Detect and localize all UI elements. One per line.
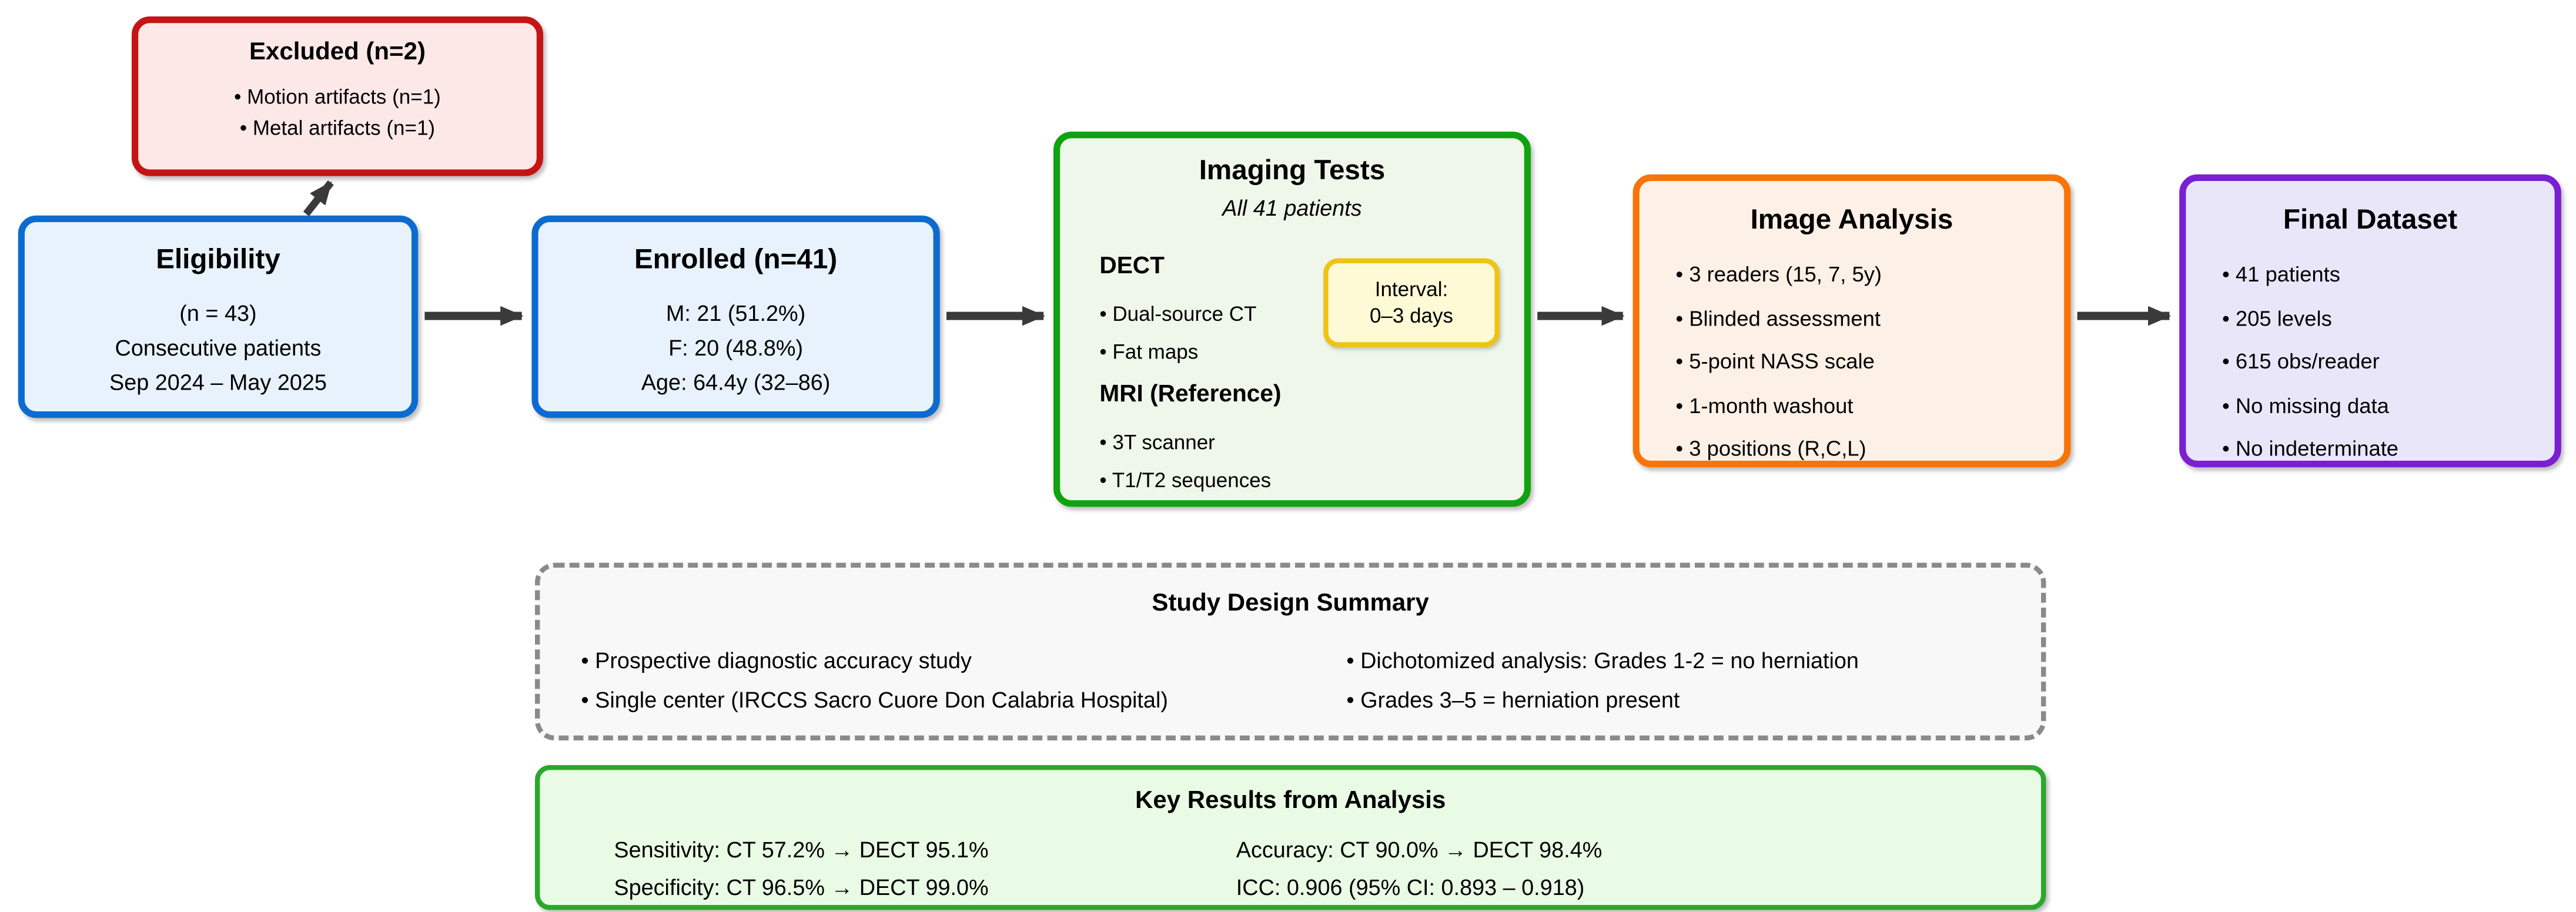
key-results-title: Key Results from Analysis	[1135, 786, 1446, 814]
image-analysis-title: Image Analysis	[1750, 204, 1953, 236]
list-item: Specificity: CT 96.5% → DECT 99.0%	[614, 875, 989, 900]
list-item: • Motion artifacts (n=1)	[234, 85, 441, 109]
list-item: • Fat maps	[1099, 340, 1199, 364]
enrolled-lines: M: 21 (51.2%) F: 20 (48.8%) Age: 64.4y (32…	[641, 291, 831, 395]
imaging-subtitle: All 41 patients	[1222, 196, 1362, 221]
list-item: • No missing data	[2222, 392, 2389, 417]
list-item: (n = 43)	[179, 301, 257, 326]
list-item: • Blinded assessment	[1675, 305, 1881, 330]
final-dataset-title: Final Dataset	[2283, 204, 2458, 236]
list-item: Consecutive patients	[115, 336, 322, 361]
list-item: • Grades 3–5 = herniation present	[1346, 687, 1680, 712]
imaging-title: Imaging Tests	[1199, 155, 1386, 186]
image-analysis-box: Image Analysis • 3 readers (15, 7, 5y)• …	[1632, 174, 2071, 468]
dect-heading: DECT	[1099, 253, 1165, 280]
list-item: F: 20 (48.8%)	[668, 336, 804, 361]
list-item: ICC: 0.906 (95% CI: 0.893 – 0.918)	[1236, 875, 1585, 900]
list-item: • No indeterminate	[2222, 436, 2399, 461]
study-design-right-column: • Dichotomized analysis: Grades 1-2 = no…	[1346, 642, 1859, 719]
study-design-title: Study Design Summary	[1152, 589, 1429, 617]
list-item: • 615 obs/reader	[2222, 348, 2380, 374]
list-item: • Dual-source CT	[1099, 303, 1257, 326]
interval-label: Interval:	[1374, 278, 1448, 301]
excluded-title: Excluded (n=2)	[249, 38, 426, 66]
final-dataset-box: Final Dataset • 41 patients• 205 levels•…	[2179, 174, 2561, 468]
list-item: • Single center (IRCCS Sacro Cuore Don C…	[581, 687, 1168, 712]
image-analysis-list: • 3 readers (15, 7, 5y) • Blinded assessm…	[1675, 253, 1882, 471]
list-item: • T1/T2 sequences	[1099, 469, 1272, 492]
interval-value: 0–3 days	[1369, 304, 1454, 328]
final-dataset-list: • 41 patients • 205 levels • 615 obs/reade…	[2222, 253, 2398, 471]
list-item: • Dichotomized analysis: Grades 1-2 = no…	[1346, 648, 1859, 673]
eligibility-box: Eligibility (n = 43) Consecutive patients…	[18, 215, 419, 418]
key-results-left-column: Sensitivity: CT 57.2% → DECT 95.1% Specif…	[614, 831, 988, 907]
list-item: Sep 2024 – May 2025	[109, 370, 327, 395]
arrow-eligibility-to-excluded	[303, 180, 334, 216]
interval-box: Interval: 0–3 days	[1323, 258, 1500, 347]
excluded-list: • Motion artifacts (n=1) • Metal artifact…	[234, 78, 441, 140]
list-item: • 3 positions (R,C,L)	[1675, 436, 1866, 461]
list-item: • 41 patients	[2222, 261, 2340, 287]
eligibility-title: Eligibility	[156, 243, 280, 275]
excluded-box: Excluded (n=2) • Motion artifacts (n=1)•…	[132, 16, 543, 176]
key-results-box: Key Results from Analysis Sensitivity: C…	[535, 765, 2046, 910]
list-item: • 5-point NASS scale	[1675, 348, 1875, 374]
dect-list: • Dual-source CT • Fat maps	[1099, 296, 1256, 372]
enrolled-box: Enrolled (n=41) M: 21 (51.2%) F: 20 (48.8…	[531, 215, 940, 418]
list-item: • 3T scanner	[1099, 431, 1215, 454]
list-item: • 3 readers (15, 7, 5y)	[1675, 261, 1882, 287]
key-results-right-column: Accuracy: CT 90.0% → DECT 98.4% ICC: 0.90…	[1236, 831, 1603, 907]
list-item: • 1-month washout	[1675, 392, 1854, 417]
list-item: • Metal artifacts (n=1)	[239, 116, 436, 140]
study-design-box: Study Design Summary • Prospective diagn…	[535, 562, 2046, 740]
list-item: • 205 levels	[2222, 305, 2332, 330]
list-item: • Prospective diagnostic accuracy study	[581, 648, 972, 673]
mri-list: • 3T scanner • T1/T2 sequences	[1099, 424, 1271, 500]
study-design-left-column: • Prospective diagnostic accuracy study •…	[581, 642, 1168, 719]
imaging-tests-box: Imaging Tests All 41 patients DECT • Dua…	[1053, 132, 1531, 507]
list-item: Age: 64.4y (32–86)	[641, 370, 831, 395]
enrolled-title: Enrolled (n=41)	[634, 243, 838, 275]
list-item: M: 21 (51.2%)	[665, 301, 806, 326]
list-item: Sensitivity: CT 57.2% → DECT 95.1%	[614, 837, 989, 863]
mri-heading: MRI (Reference)	[1099, 381, 1282, 408]
list-item: Accuracy: CT 90.0% → DECT 98.4%	[1236, 837, 1603, 863]
